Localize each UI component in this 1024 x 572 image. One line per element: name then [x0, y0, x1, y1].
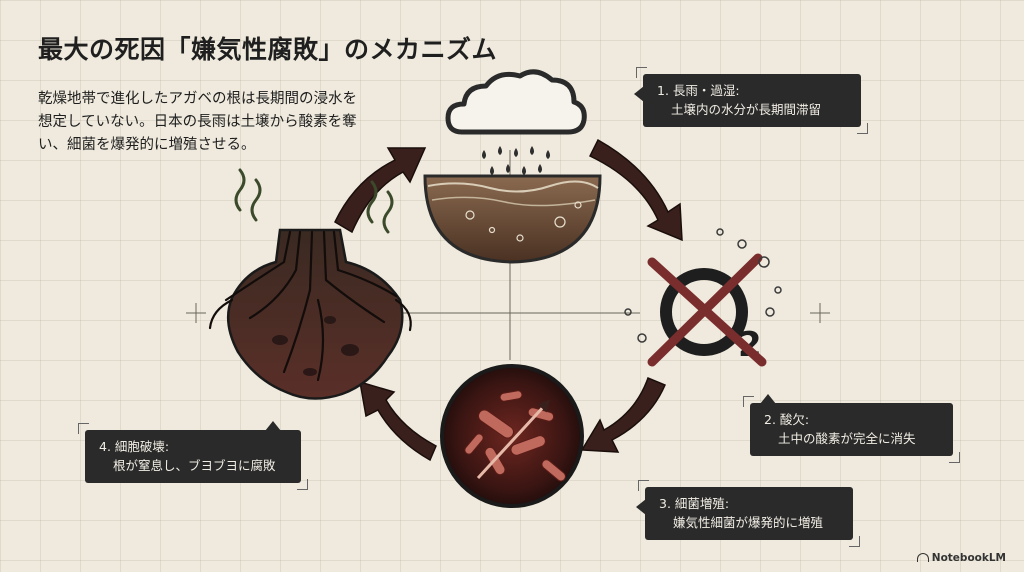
rotting-root-icon	[208, 168, 412, 400]
rain-soil-icon	[423, 69, 602, 264]
callout-title: 3. 細菌増殖:	[659, 496, 730, 511]
arrow-root-to-rain	[334, 147, 427, 234]
callout-tail	[265, 421, 281, 431]
cloud-icon	[445, 69, 587, 135]
arrow-rain-to-o2	[588, 138, 683, 242]
callout-step-3: 3. 細菌増殖: 嫌気性細菌が爆発的に増殖	[636, 480, 860, 547]
callout-step-1: 1. 長雨・過湿: 土壌内の水分が長期間滞留	[634, 67, 868, 134]
callout-title: 1. 長雨・過湿:	[657, 83, 740, 98]
brand-label: NotebookLM	[931, 552, 1006, 564]
arrow-bacteria-to-root	[359, 380, 437, 462]
brand-watermark: NotebookLM	[916, 552, 1006, 564]
callout-desc: 嫌気性細菌が爆発的に増殖	[673, 515, 824, 530]
callout-tail	[636, 499, 646, 515]
raindrops	[482, 146, 550, 175]
soil-bowl	[423, 174, 602, 264]
callout-step-2: 2. 酸欠: 土中の酸素が完全に消失	[743, 394, 960, 463]
bacteria-icon	[440, 364, 584, 508]
callout-desc: 根が窒息し、ブヨブヨに腐敗	[113, 458, 276, 473]
callout-title: 4. 細胞破壊:	[99, 439, 170, 454]
notebooklm-logo-icon	[916, 553, 929, 562]
oxygen-crossed-icon: 2	[624, 228, 782, 367]
intro-text: 乾燥地帯で進化したアガベの根は長期間の浸水を想定していない。日本の長雨は土壌から…	[38, 91, 357, 153]
cycle-arrows	[334, 138, 683, 462]
callout-desc: 土中の酸素が完全に消失	[778, 431, 916, 446]
callout-tail	[760, 394, 776, 404]
callout-step-4: 4. 細胞破壊: 根が窒息し、ブヨブヨに腐敗	[78, 421, 308, 490]
callout-title: 2. 酸欠:	[764, 412, 810, 427]
callout-desc: 土壌内の水分が長期間滞留	[671, 102, 822, 117]
arrow-o2-to-bacteria	[580, 377, 666, 453]
callout-tail	[634, 86, 644, 102]
page-title: 最大の死因「嫌気性腐敗」のメカニズム	[38, 35, 498, 64]
